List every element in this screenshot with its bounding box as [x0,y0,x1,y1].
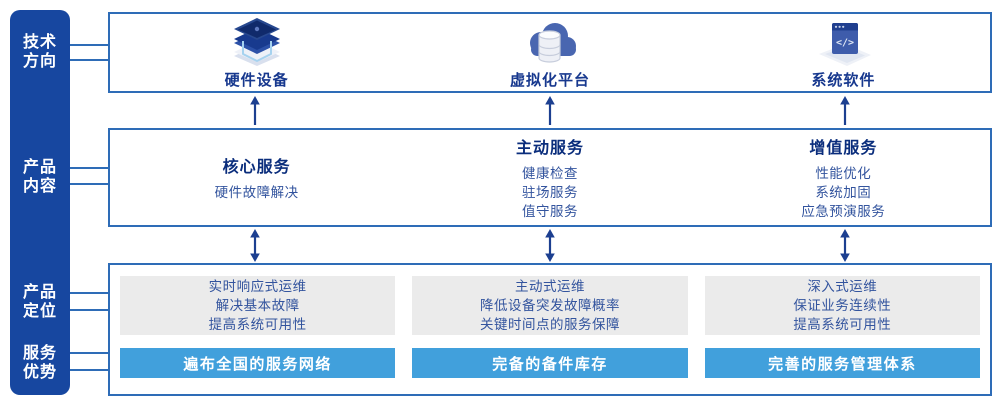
positioning-line: 深入式运维 [807,279,878,294]
tech-label: 硬件设备 [224,71,289,89]
connector-line [70,292,108,294]
service-advantage-bar: 遍布全国的服务网络 [120,348,396,378]
sidebar-label-service-strength: 服务 优势 [22,345,57,381]
double-arrow-icon [249,229,261,262]
positioning-advantage-box: 实时响应式运维 解决基本故障 提高系统可用性 遍布全国的服务网络 主动式运维 降… [108,263,992,396]
tech-label: 系统软件 [811,71,876,89]
service-item: 值守服务 [521,204,578,219]
positioning-line: 提高系统可用性 [208,317,307,332]
sidebar-label-product-position: 产品 定位 [22,284,57,320]
service-advantage-bar: 完善的服务管理体系 [704,348,980,378]
connector-line [70,59,108,61]
cloud-database-icon [522,16,578,66]
bottom-col-proactive: 主动式运维 降低设备突发故障概率 关键时间点的服务保障 完备的备件库存 [412,276,688,378]
connector-line [70,352,108,354]
connector-line [70,183,108,185]
double-arrow-icon [839,229,851,262]
service-item: 应急预演服务 [801,204,886,219]
service-item: 性能优化 [815,166,872,181]
service-item: 驻场服务 [521,185,578,200]
product-positioning-card: 实时响应式运维 解决基本故障 提高系统可用性 [120,276,396,335]
product-positioning-card: 深入式运维 保证业务连续性 提高系统可用性 [704,276,980,335]
positioning-line: 提高系统可用性 [793,317,892,332]
connector-line [70,167,108,169]
up-arrow-icon [544,96,556,125]
code-window-icon: </> [815,16,872,66]
connector-line [70,369,108,371]
product-content-box: 核心服务 硬件故障解决 主动服务 健康检查 驻场服务 值守服务 增值服务 性能优… [108,128,992,227]
svg-text:</>: </> [836,37,854,48]
positioning-line: 关键时间点的服务保障 [479,317,620,332]
service-advantage-bar: 完备的备件库存 [412,348,688,378]
sidebar-label-product-content: 产品 内容 [22,159,57,195]
sidebar-label-tech-direction: 技术 方向 [22,34,57,70]
service-title: 主动服务 [515,140,584,157]
bottom-col-realtime: 实时响应式运维 解决基本故障 提高系统可用性 遍布全国的服务网络 [120,276,396,378]
connector-line [70,44,108,46]
service-col-core: 核心服务 硬件故障解决 [110,130,403,225]
service-title: 增值服务 [809,140,878,157]
positioning-line: 保证业务连续性 [793,298,892,313]
up-arrow-icon [249,96,261,125]
tech-col-virtualization: 虚拟化平台 [403,14,696,91]
positioning-line: 主动式运维 [514,279,585,294]
service-item: 健康检查 [521,166,578,181]
tech-label: 虚拟化平台 [509,71,590,89]
up-arrow-icon [839,96,851,125]
double-arrow-icon [544,229,556,262]
server-stack-icon [229,16,285,66]
positioning-line: 实时响应式运维 [208,279,307,294]
service-item: 系统加固 [815,185,872,200]
tech-col-system-software: </> 系统软件 [697,14,990,91]
tech-col-hardware: 硬件设备 [110,14,403,91]
service-title: 核心服务 [222,159,291,176]
product-positioning-card: 主动式运维 降低设备突发故障概率 关键时间点的服务保障 [412,276,688,335]
service-col-proactive: 主动服务 健康检查 驻场服务 值守服务 [403,130,696,225]
service-col-value-added: 增值服务 性能优化 系统加固 应急预演服务 [697,130,990,225]
positioning-line: 解决基本故障 [215,298,300,313]
tech-direction-box: 硬件设备 虚拟化平台 [108,12,992,93]
positioning-line: 降低设备突发故障概率 [479,298,620,313]
connector-line [70,309,108,311]
bottom-col-deep: 深入式运维 保证业务连续性 提高系统可用性 完善的服务管理体系 [704,276,980,378]
service-item: 硬件故障解决 [214,185,299,200]
category-sidebar: 技术 方向 产品 内容 产品 定位 服务 优势 [10,10,70,395]
